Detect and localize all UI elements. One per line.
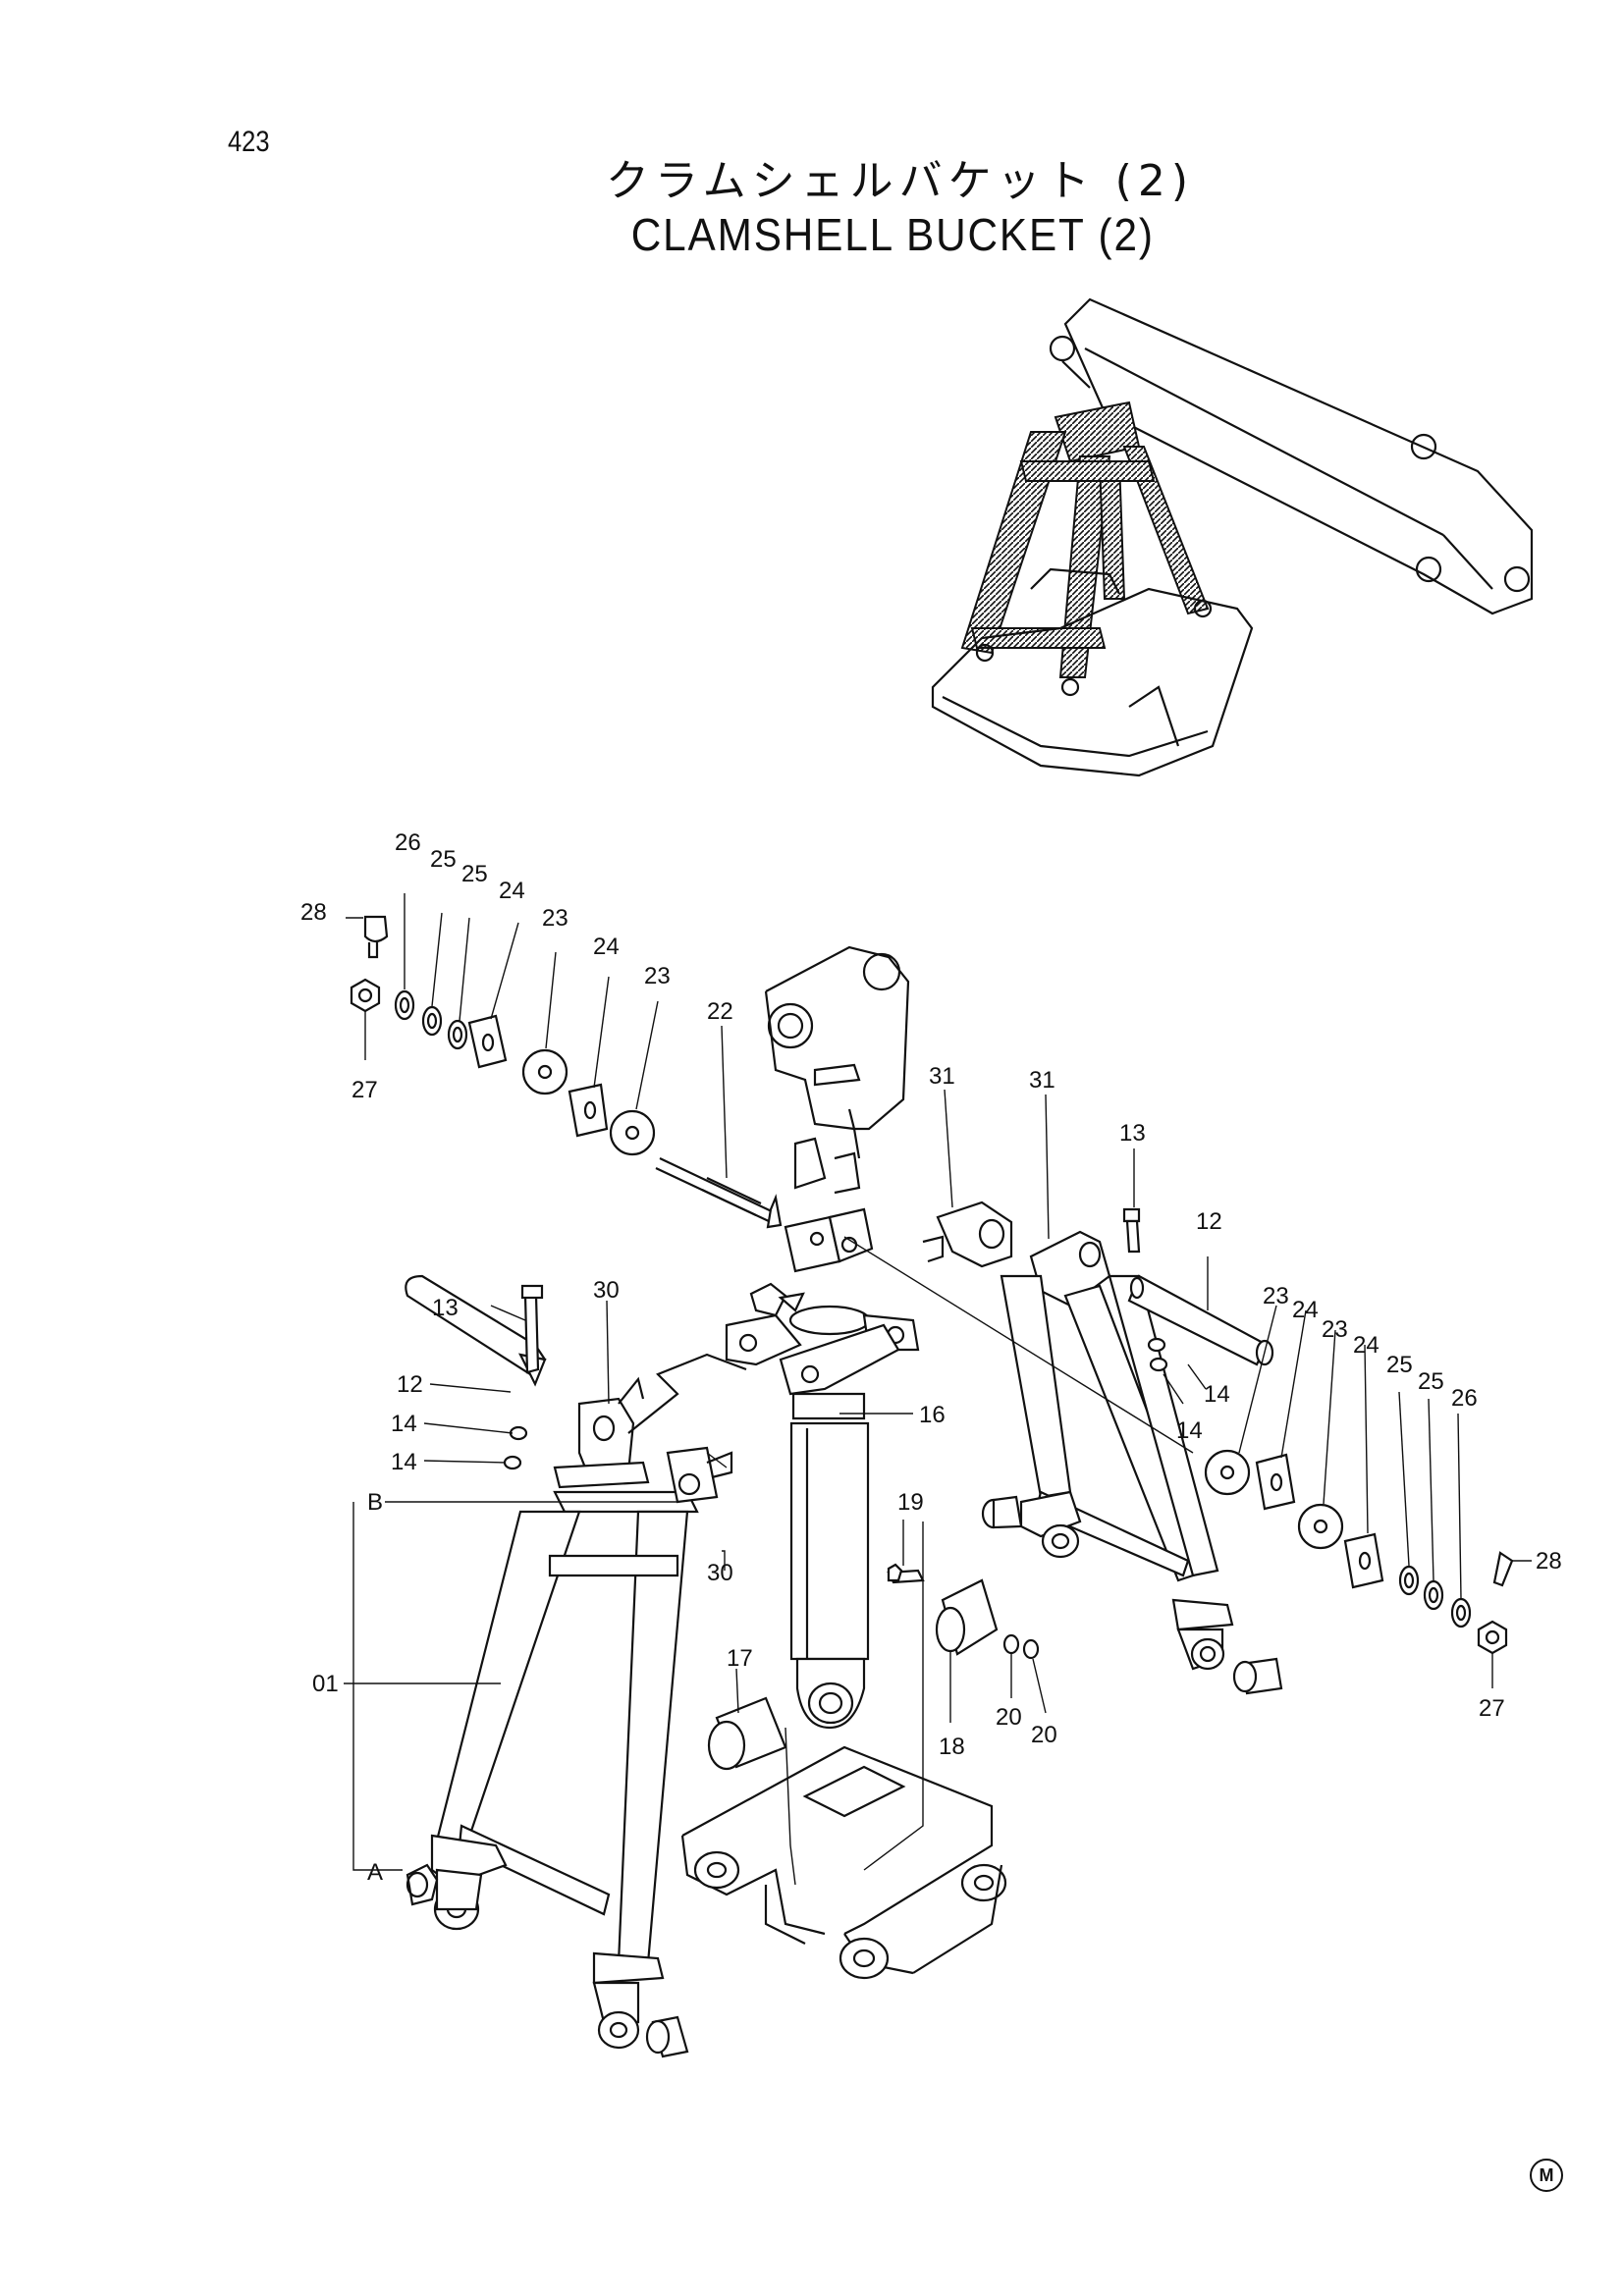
callout-12: 12: [397, 1371, 423, 1398]
right-washer-stack: [1204, 1449, 1514, 1655]
callout-A: A: [367, 1859, 383, 1886]
corner-mark: M: [1530, 2159, 1563, 2192]
callout-01: 01: [312, 1671, 339, 1697]
callout-24: 24: [499, 878, 525, 904]
callout-24: 24: [593, 934, 620, 960]
callout-23: 23: [542, 905, 568, 932]
callout-17: 17: [727, 1645, 753, 1672]
callout-23: 23: [1263, 1283, 1289, 1309]
cylinder-16: [725, 1207, 920, 1730]
pin-22: [655, 1157, 783, 1229]
small-parts-center: [707, 1563, 1040, 1771]
callout-22: 22: [707, 998, 733, 1025]
callout-25: 25: [1386, 1352, 1413, 1378]
machine-overview-illustration: [931, 297, 1534, 777]
callout-25: 25: [461, 861, 488, 887]
callout-14: 14: [1176, 1417, 1203, 1444]
bucket-lower-frame: [680, 1745, 1007, 1980]
callout-B: B: [367, 1489, 383, 1516]
callout-26: 26: [1451, 1385, 1478, 1412]
callout-31: 31: [929, 1063, 955, 1090]
callout-25: 25: [1418, 1368, 1444, 1395]
callout-19: 19: [897, 1489, 924, 1516]
callout-13: 13: [432, 1295, 459, 1321]
callout-30: 30: [593, 1277, 620, 1304]
callout-16: 16: [919, 1402, 946, 1428]
callout-28: 28: [1536, 1548, 1562, 1575]
callout-27: 27: [352, 1077, 378, 1103]
callout-28: 28: [300, 899, 327, 926]
callout-25: 25: [430, 846, 457, 873]
leader-lines: [344, 893, 1532, 1886]
callout-24: 24: [1292, 1297, 1319, 1323]
page-number: 423: [228, 126, 270, 158]
title-japanese: クラムシェルバケット (2): [606, 156, 1194, 206]
callout-24: 24: [1353, 1332, 1380, 1359]
callout-26: 26: [395, 829, 421, 856]
bucket-head-bracket: [764, 945, 910, 1195]
callout-14: 14: [391, 1449, 417, 1475]
callout-12: 12: [1196, 1208, 1222, 1235]
left-tie-rod-frame: [406, 1446, 733, 2058]
title-english: CLAMSHELL BUCKET (2): [630, 209, 1155, 260]
left-washer-stack: [350, 915, 656, 1156]
left-bracket-and-pin: [405, 1274, 747, 1489]
callout-27: 27: [1479, 1695, 1505, 1722]
callout-13: 13: [1119, 1120, 1146, 1147]
right-pin-and-bolt: [1122, 1207, 1274, 1372]
right-tie-rod-frame: [922, 1201, 1283, 1695]
callout-14: 14: [1204, 1381, 1230, 1408]
callout-23: 23: [644, 963, 671, 989]
callout-labels: 26 25 25 24 23 24 23 28 27 22 31 31 13 1…: [300, 829, 1562, 1886]
callout-31: 31: [1029, 1067, 1055, 1094]
callout-23: 23: [1322, 1316, 1348, 1343]
callout-18: 18: [939, 1734, 965, 1760]
callout-20: 20: [996, 1704, 1022, 1731]
callout-30: 30: [707, 1560, 733, 1586]
callout-20: 20: [1031, 1722, 1057, 1748]
callout-14: 14: [391, 1411, 417, 1437]
